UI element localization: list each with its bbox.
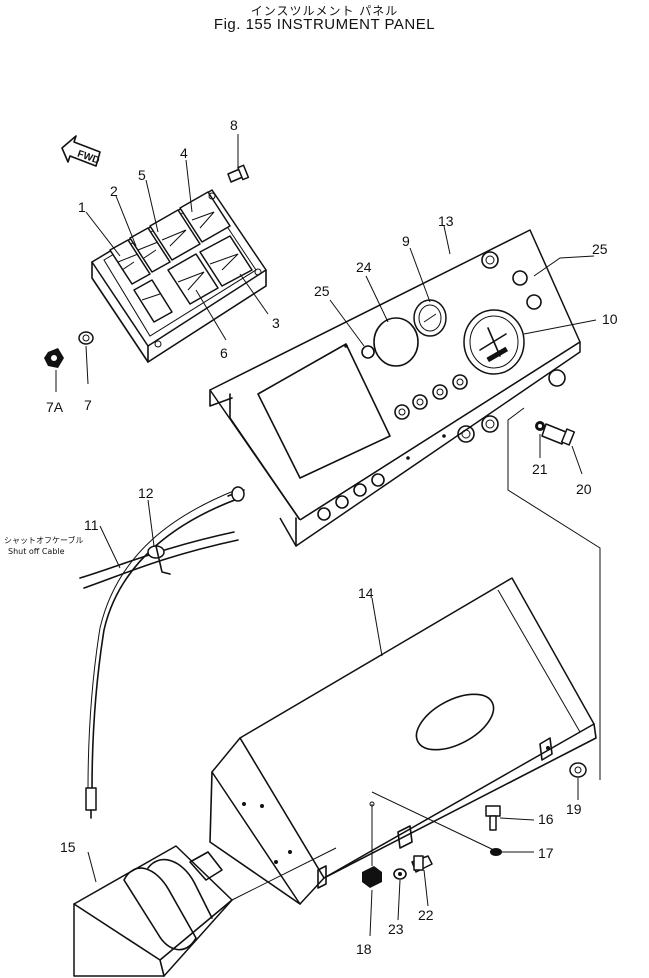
callout-7a: 7A <box>46 399 64 415</box>
washer <box>393 868 407 880</box>
leader-lines <box>55 134 601 937</box>
callout-21: 21 <box>532 461 548 477</box>
pedal <box>73 845 233 977</box>
callout-7: 7 <box>84 397 92 413</box>
cable-clamp <box>147 545 171 575</box>
callout-11: 11 <box>84 517 99 533</box>
screw <box>227 164 250 183</box>
callout-numbers: 1 2 3 4 5 6 7 7A 8 9 10 11 12 13 14 15 1… <box>46 117 618 957</box>
gauge-4 <box>179 191 231 243</box>
callout-10: 10 <box>602 311 618 327</box>
nut <box>362 866 382 888</box>
callout-9: 9 <box>402 233 410 249</box>
callout-25-left: 25 <box>314 283 330 299</box>
switch-row <box>394 374 499 443</box>
callout-18: 18 <box>356 941 372 957</box>
gauge-7-lamp <box>133 279 173 323</box>
diagram-title: Fig. 155 INSTRUMENT PANEL <box>213 16 436 33</box>
cable-label-japanese: シャットオフケーブル <box>4 535 84 545</box>
bulb <box>78 331 94 345</box>
bolt <box>485 805 501 831</box>
callout-8: 8 <box>230 117 238 133</box>
bolt <box>541 423 576 446</box>
callout-5: 5 <box>138 167 146 183</box>
callout-3: 3 <box>272 315 280 331</box>
shut-off-cable <box>79 486 245 819</box>
callout-6: 6 <box>220 345 228 361</box>
bolt <box>411 855 433 873</box>
gauge-5 <box>149 209 201 261</box>
cable-label: Shut off Cable <box>8 547 65 556</box>
callout-19: 19 <box>566 801 582 817</box>
callout-15: 15 <box>60 839 76 855</box>
callout-24: 24 <box>356 259 372 275</box>
callout-17: 17 <box>538 845 554 861</box>
callout-23: 23 <box>388 921 404 937</box>
callout-20: 20 <box>576 481 592 497</box>
gauge-1 <box>109 239 151 285</box>
callout-4: 4 <box>180 145 188 161</box>
callout-12: 12 <box>138 485 154 501</box>
callout-25-right: 25 <box>592 241 608 257</box>
floor-cover <box>209 577 597 905</box>
gauge-3 <box>199 235 253 287</box>
callout-13: 13 <box>438 213 454 229</box>
bulb-socket <box>44 348 64 368</box>
instrument-panel <box>209 229 581 547</box>
gauge-9 <box>413 299 447 337</box>
callout-16: 16 <box>538 811 554 827</box>
tachometer <box>463 309 525 375</box>
gauge-2 <box>129 227 171 273</box>
gauge-6 <box>167 253 219 305</box>
callout-22: 22 <box>418 907 434 923</box>
lock-washer <box>535 421 545 431</box>
control-knobs <box>317 473 385 521</box>
gauge-24 <box>373 317 419 367</box>
callout-14: 14 <box>358 585 374 601</box>
callout-1: 1 <box>78 199 86 215</box>
fwd-arrow: FWD <box>61 135 101 167</box>
callout-2: 2 <box>110 183 118 199</box>
gauge-cluster <box>91 189 267 363</box>
diagram-title-japanese: インスツルメント パネル <box>250 4 399 18</box>
bolt <box>569 762 587 778</box>
